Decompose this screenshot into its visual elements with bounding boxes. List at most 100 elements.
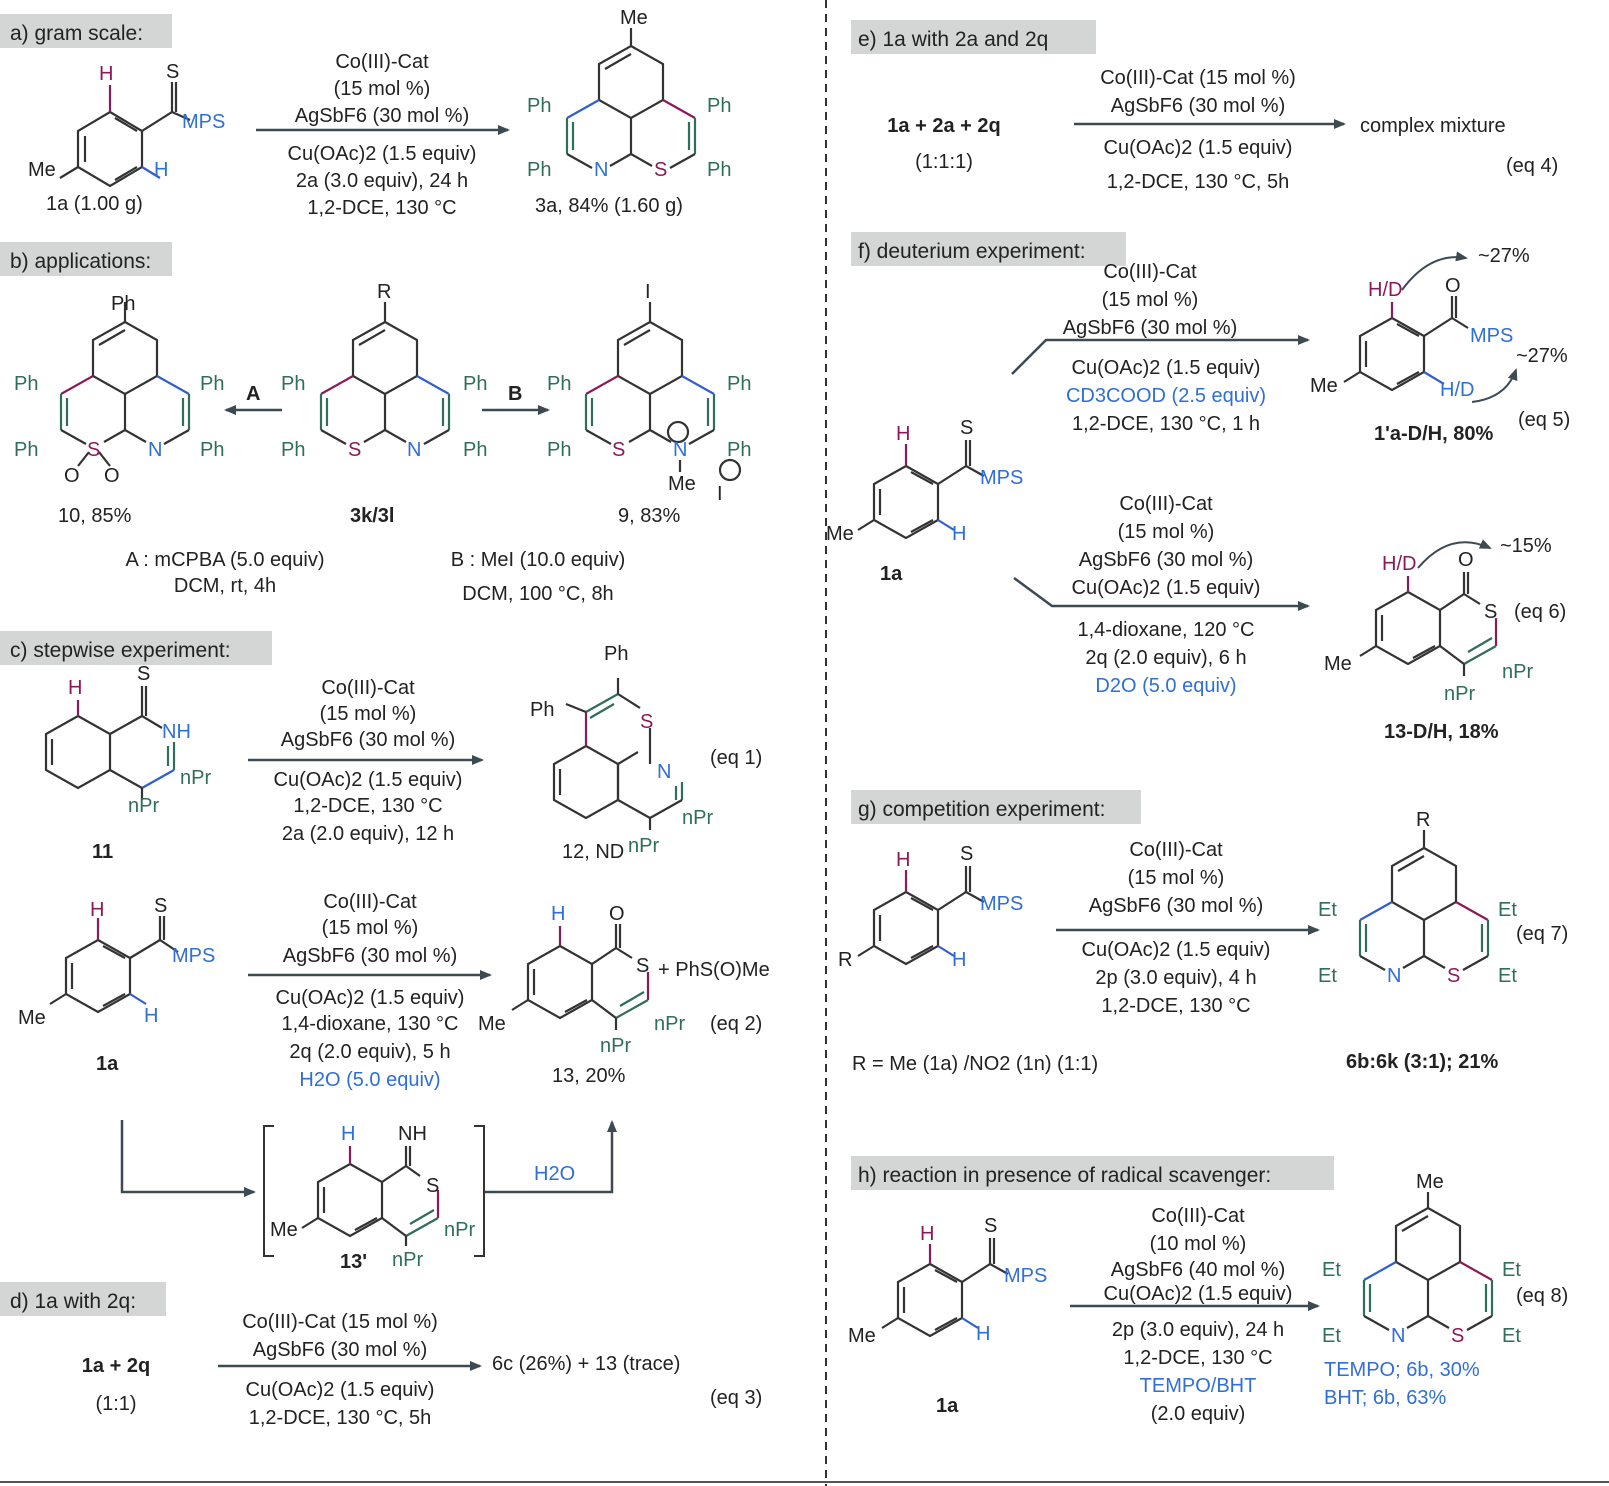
molecule-6b — [1362, 1192, 1494, 1331]
atom-Ph: Ph — [547, 373, 571, 395]
atom-Et: Et — [1498, 899, 1517, 921]
eq5: (eq 5) — [1518, 409, 1570, 431]
atom-O: O — [104, 465, 120, 487]
cond-f6-5: 2q (2.0 equiv), 6 h — [1085, 647, 1246, 669]
cond-c1-4: 1,2-DCE, 130 °C — [293, 795, 442, 817]
atom-Ph: Ph — [707, 95, 731, 117]
atom-Ph: Ph — [707, 159, 731, 181]
label-water: H2O — [534, 1163, 575, 1185]
atom-I: I — [717, 483, 723, 505]
cond-h-0: Co(III)-Cat — [1151, 1205, 1245, 1227]
atom-H: H — [341, 1123, 355, 1145]
title-b: b) applications: — [10, 250, 151, 273]
atom-S: S — [166, 61, 179, 83]
molecule-13 — [511, 924, 650, 1030]
d-reactants: 1a + 2q — [82, 1355, 150, 1377]
atom-nPr: nPr — [1502, 661, 1533, 683]
cond-f6-1: (15 mol %) — [1118, 521, 1215, 543]
atom-N: N — [1391, 1325, 1405, 1347]
eq6: (eq 6) — [1514, 601, 1566, 623]
eq3: (eq 3) — [710, 1387, 762, 1409]
eq1: (eq 1) — [710, 747, 762, 769]
d-result: 6c (26%) + 13 (trace) — [492, 1353, 680, 1375]
atom-Ph: Ph — [463, 439, 487, 461]
cond-a-1: (15 mol %) — [334, 78, 431, 100]
atom-NH: NH — [162, 721, 191, 743]
atom-H: H — [976, 1323, 990, 1345]
atom-S: S — [960, 417, 973, 439]
label-arrow-B: B — [508, 383, 522, 405]
cond-c2-1: (15 mol %) — [322, 917, 419, 939]
label-1a-c: 1a — [96, 1053, 119, 1075]
atom-Et: Et — [1502, 1259, 1521, 1281]
title-f: f) deuterium experiment: — [858, 240, 1086, 263]
atom-Et: Et — [1318, 965, 1337, 987]
eq4: (eq 4) — [1506, 155, 1558, 177]
atom-Ph: Ph — [463, 373, 487, 395]
cond-h-3: Cu(OAc)2 (1.5 equiv) — [1104, 1283, 1293, 1305]
atom-S: S — [87, 439, 100, 461]
molecule-13-DH — [1359, 572, 1498, 676]
atom-N: N — [594, 159, 608, 181]
label-1pa-DH: 1'a-D/H, 80% — [1374, 423, 1493, 445]
cond-c1-3: Cu(OAc)2 (1.5 equiv) — [274, 769, 463, 791]
cond-b-a0: A : mCPBA (5.0 equiv) — [126, 549, 325, 571]
cond-g-0: Co(III)-Cat — [1129, 839, 1223, 861]
atom-H: H — [896, 849, 910, 871]
title-a: a) gram scale: — [10, 22, 143, 45]
cond-d-1: AgSbF6 (30 mol %) — [253, 1339, 428, 1361]
cond-b-b0: B : MeI (10.0 equiv) — [451, 549, 626, 571]
arrow-f6 — [1013, 576, 1310, 611]
result-tempo: TEMPO; 6b, 30% — [1324, 1359, 1480, 1381]
atom-S: S — [640, 711, 653, 733]
cond-f5-4: CD3COOD (2.5 equiv) — [1066, 385, 1266, 407]
banner-h — [851, 1156, 1334, 1190]
cond-c1-0: Co(III)-Cat — [321, 677, 415, 699]
molecule-9 — [584, 302, 742, 482]
atom-Ph: Ph — [527, 95, 551, 117]
label-13prime: 13' — [340, 1251, 367, 1273]
title-c: c) stepwise experiment: — [10, 639, 231, 662]
atom-S: S — [960, 843, 973, 865]
atom-Et: Et — [1322, 1325, 1341, 1347]
atom-Ph: Ph — [727, 373, 751, 395]
atom-N: N — [1387, 965, 1401, 987]
atom-H: H — [920, 1223, 934, 1245]
atom-Me: Me — [620, 7, 648, 29]
atom-Me: Me — [668, 473, 696, 495]
cond-b-b1: DCM, 100 °C, 8h — [462, 583, 613, 605]
banner-b — [0, 242, 172, 276]
cond-a-3: Cu(OAc)2 (1.5 equiv) — [288, 143, 477, 165]
atom-S: S — [154, 895, 167, 917]
molecule-1a-f — [857, 440, 985, 540]
atom-Ph: Ph — [527, 159, 551, 181]
atom-HD: H/D — [1440, 379, 1474, 401]
label-12: 12, ND — [562, 841, 624, 863]
pct-5a: ~27% — [1478, 245, 1530, 267]
cond-c2-4: 1,4-dioxane, 130 °C — [281, 1013, 458, 1035]
molecule-1a-h — [881, 1238, 1009, 1338]
label-1a-gram: 1a (1.00 g) — [46, 193, 143, 215]
molecule-12 — [552, 678, 684, 830]
molecule-1a-a — [59, 82, 191, 188]
molecule-3k3l — [319, 302, 451, 445]
atom-Me: Me — [1324, 653, 1352, 675]
atom-Et: Et — [1498, 965, 1517, 987]
atom-S: S — [426, 1175, 439, 1197]
atom-O: O — [609, 903, 625, 925]
atom-N: N — [407, 439, 421, 461]
label-11: 11 — [92, 841, 113, 863]
atom-R: R — [377, 281, 391, 303]
cond-g-4: 2p (3.0 equiv), 4 h — [1095, 967, 1256, 989]
cond-c1-5: 2a (2.0 equiv), 12 h — [282, 823, 454, 845]
curved-arrow-5b — [1471, 368, 1518, 403]
atom-Ph: Ph — [200, 439, 224, 461]
cond-a-0: Co(III)-Cat — [335, 51, 429, 73]
molecule-3a — [565, 28, 697, 169]
atom-Me: Me — [18, 1007, 46, 1029]
cond-e-3: 1,2-DCE, 130 °C, 5h — [1107, 171, 1290, 193]
atom-MPS: MPS — [182, 111, 225, 133]
atom-Ph: Ph — [727, 439, 751, 461]
path-from-intermediate — [484, 1120, 617, 1194]
atom-Ph: Ph — [14, 373, 38, 395]
